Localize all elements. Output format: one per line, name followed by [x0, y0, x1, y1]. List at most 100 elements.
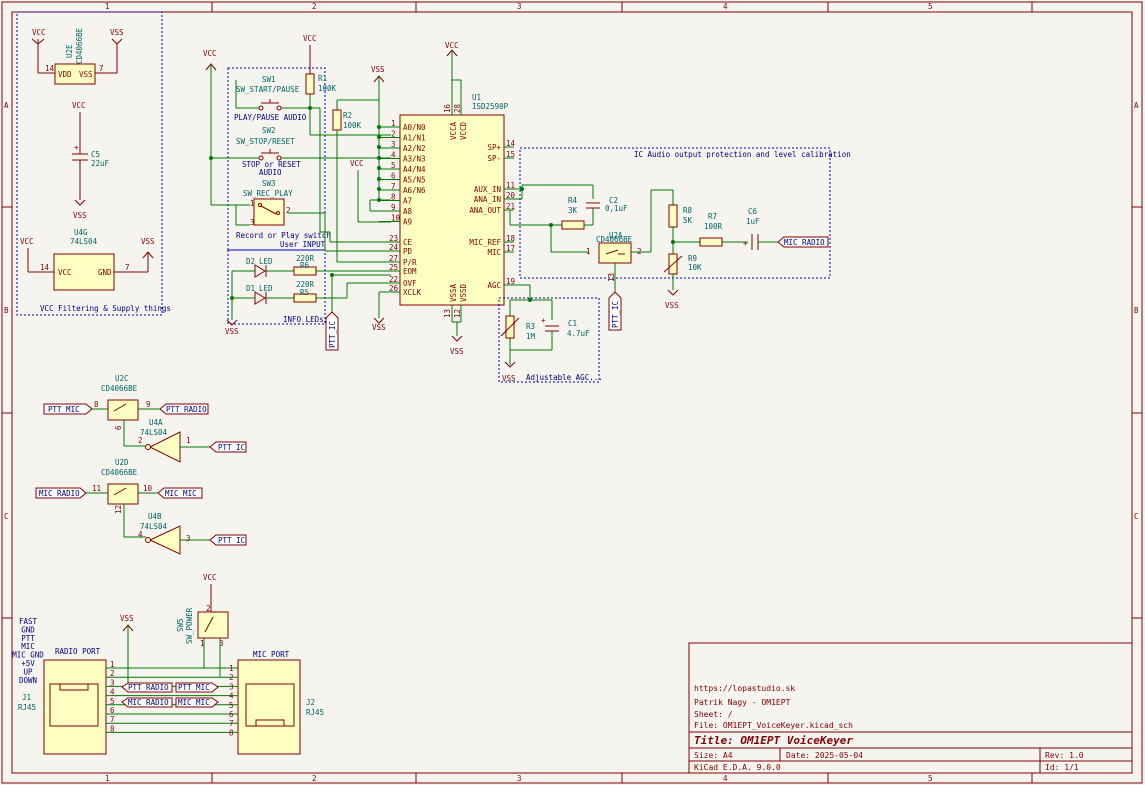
r4-value: 3K [568, 206, 578, 215]
sw1-value: SW_START/PAUSE [236, 85, 300, 94]
svg-text:+: + [74, 143, 79, 152]
j1-pin-num: 4 [110, 688, 115, 697]
j2-ref: J2 [306, 698, 315, 707]
r7-ref: R7 [708, 212, 717, 221]
r7-body [699, 237, 723, 247]
j2-pin-num: 5 [229, 701, 234, 710]
u1-pin-name: A3/N3 [403, 155, 426, 164]
r2-ref: R2 [343, 111, 352, 120]
u1-pin-name: ANA_OUT [469, 206, 501, 215]
frame-col-labels: 1 2 3 4 5 1 2 3 4 5 A B C A B C [4, 2, 1139, 783]
vss-label: VSS [372, 323, 386, 332]
r4-ref: R4 [568, 196, 578, 205]
u1-pin-name: VCCA [449, 121, 458, 140]
u2a-value: CD4066BE [596, 235, 633, 244]
j1-pin-num: 5 [110, 697, 115, 706]
title-id: Id: 1/1 [1045, 763, 1079, 772]
d1-ref: D1 [246, 284, 255, 293]
vcc-label: VCC [203, 573, 217, 582]
j1-pin-num: 8 [110, 724, 115, 733]
col-label: 5 [928, 2, 933, 11]
j2-body [237, 659, 301, 755]
title-sheet: Sheet: / [694, 710, 733, 719]
u4b-value: 74LS04 [140, 522, 168, 531]
u2a-ref: U2A [609, 231, 623, 240]
title-rev: Rev: 1.0 [1045, 751, 1084, 760]
j1-title: RADIO PORT [55, 647, 101, 656]
r9-value: 10K [688, 263, 702, 272]
u4a-inverter: U4A 74LS04 2 1 PTT_IC [138, 418, 247, 463]
vss-label: VSS [502, 374, 516, 383]
u1-pin-name: XCLK [403, 288, 422, 297]
u4b-inverter: U4B 74LS04 4 3 PTT_IC [138, 512, 247, 555]
r3-ref: R3 [526, 322, 535, 331]
title-block: https://lopastudio.sk Patrik Nagy - OM1E… [688, 642, 1133, 774]
port-legend-line: MIC GND [12, 651, 44, 660]
u1-pin-num: 5 [391, 161, 396, 170]
port-legend-line: UP [23, 667, 33, 676]
mic-radio-label: MIC_RADIO [784, 238, 825, 247]
title-file: File: OM1EPT_VoiceKeyer.kicad_sch [694, 721, 853, 730]
u1-pin-num: 28 [453, 103, 462, 113]
r8-resistor: R8 5K [668, 204, 693, 252]
sw3-pin: 2 [286, 206, 291, 215]
supply-group-box [16, 11, 163, 316]
svg-text:+: + [541, 316, 546, 325]
col-label: 1 [105, 774, 110, 783]
row-label: C [1134, 512, 1139, 521]
u4g-power-unit: VCC VCC GND 14 7 VSS U4G 74LS04 [20, 228, 155, 291]
u1-pin-num: 6 [391, 172, 396, 181]
j1-pin-num: 3 [110, 678, 115, 687]
u1-pin-name: A2/N2 [403, 144, 426, 153]
col-label: 2 [312, 2, 317, 11]
j2-value: RJ45 [306, 708, 324, 717]
ptt-radio-label: PTT_RADIO [166, 405, 207, 414]
sw5-pin: 2 [206, 604, 211, 613]
r7-value: 100R [704, 222, 723, 231]
u1-pin-num: 23 [389, 234, 398, 243]
mic-mic-label: MIC_MIC [165, 489, 197, 498]
c1-value: 4.7uF [567, 329, 590, 338]
u2e-vdd-pin: VDD [58, 70, 72, 79]
u1-pin-name: EOM [403, 267, 417, 276]
vss-label: VSS [665, 301, 679, 310]
col-label: 3 [517, 2, 522, 11]
u1-pin-num: 24 [389, 243, 399, 252]
u2e-pin-num: 7 [99, 64, 104, 73]
u1-pin-num: 14 [506, 139, 516, 148]
j2-title: MIC PORT [253, 650, 290, 659]
u1-pin-name: OVF [403, 279, 417, 288]
u1-pin-num: 25 [389, 263, 398, 272]
sw2-switch: SW2 SW_STOP/RESET STOP or RESET AUDIO [236, 126, 301, 177]
d2-value: LED [259, 257, 273, 266]
user-input-wires [209, 80, 391, 252]
j1-pin-num: 6 [110, 706, 115, 715]
u1-pin-num: 26 [389, 284, 399, 293]
r1-ref: R1 [318, 74, 327, 83]
u1-pin-name: A9 [403, 218, 412, 227]
user-input-caption: User INPUT [280, 240, 326, 249]
vss-label: VSS [225, 327, 239, 336]
u4a-pin: 1 [186, 436, 191, 445]
j2-connector: MIC PORT J2 RJ45 [237, 650, 324, 755]
u2a-switch: U2A CD4066BE 1 2 13 PTT_IC [586, 189, 674, 331]
d1-led: D1 LED [232, 284, 294, 305]
u1-pin-name: A4/N4 [403, 165, 426, 174]
u1-pin-name: VSSA [449, 283, 458, 302]
sw5-power-switch: VCC 2 1 3 SW5 SW_POWER [176, 573, 229, 677]
u4g-vcc-pin: VCC [58, 268, 72, 277]
u2d-ref: U2D [115, 458, 129, 467]
u1-pin-num: 9 [391, 203, 396, 212]
ptt-radio-label: PTT_RADIO [128, 683, 169, 692]
led-vss: VSS [225, 271, 239, 336]
u1-right-pins: 14SP+15SP-11AUX_IN20ANA_IN21ANA_OUT18MIC… [469, 139, 515, 290]
r8-value: 5K [683, 216, 693, 225]
vcc-label: VCC [445, 41, 459, 50]
u1-pin-name: P/R [403, 258, 417, 267]
title-author: Patrik Nagy - OM1EPT [694, 698, 791, 707]
u4g-gnd-pin: GND [98, 268, 112, 277]
j1-value: RJ45 [18, 703, 36, 712]
row-label: B [1134, 306, 1139, 315]
c5-capacitor: VCC + C5 22uF VSS [72, 101, 110, 220]
vss-label: VSS [450, 347, 464, 356]
